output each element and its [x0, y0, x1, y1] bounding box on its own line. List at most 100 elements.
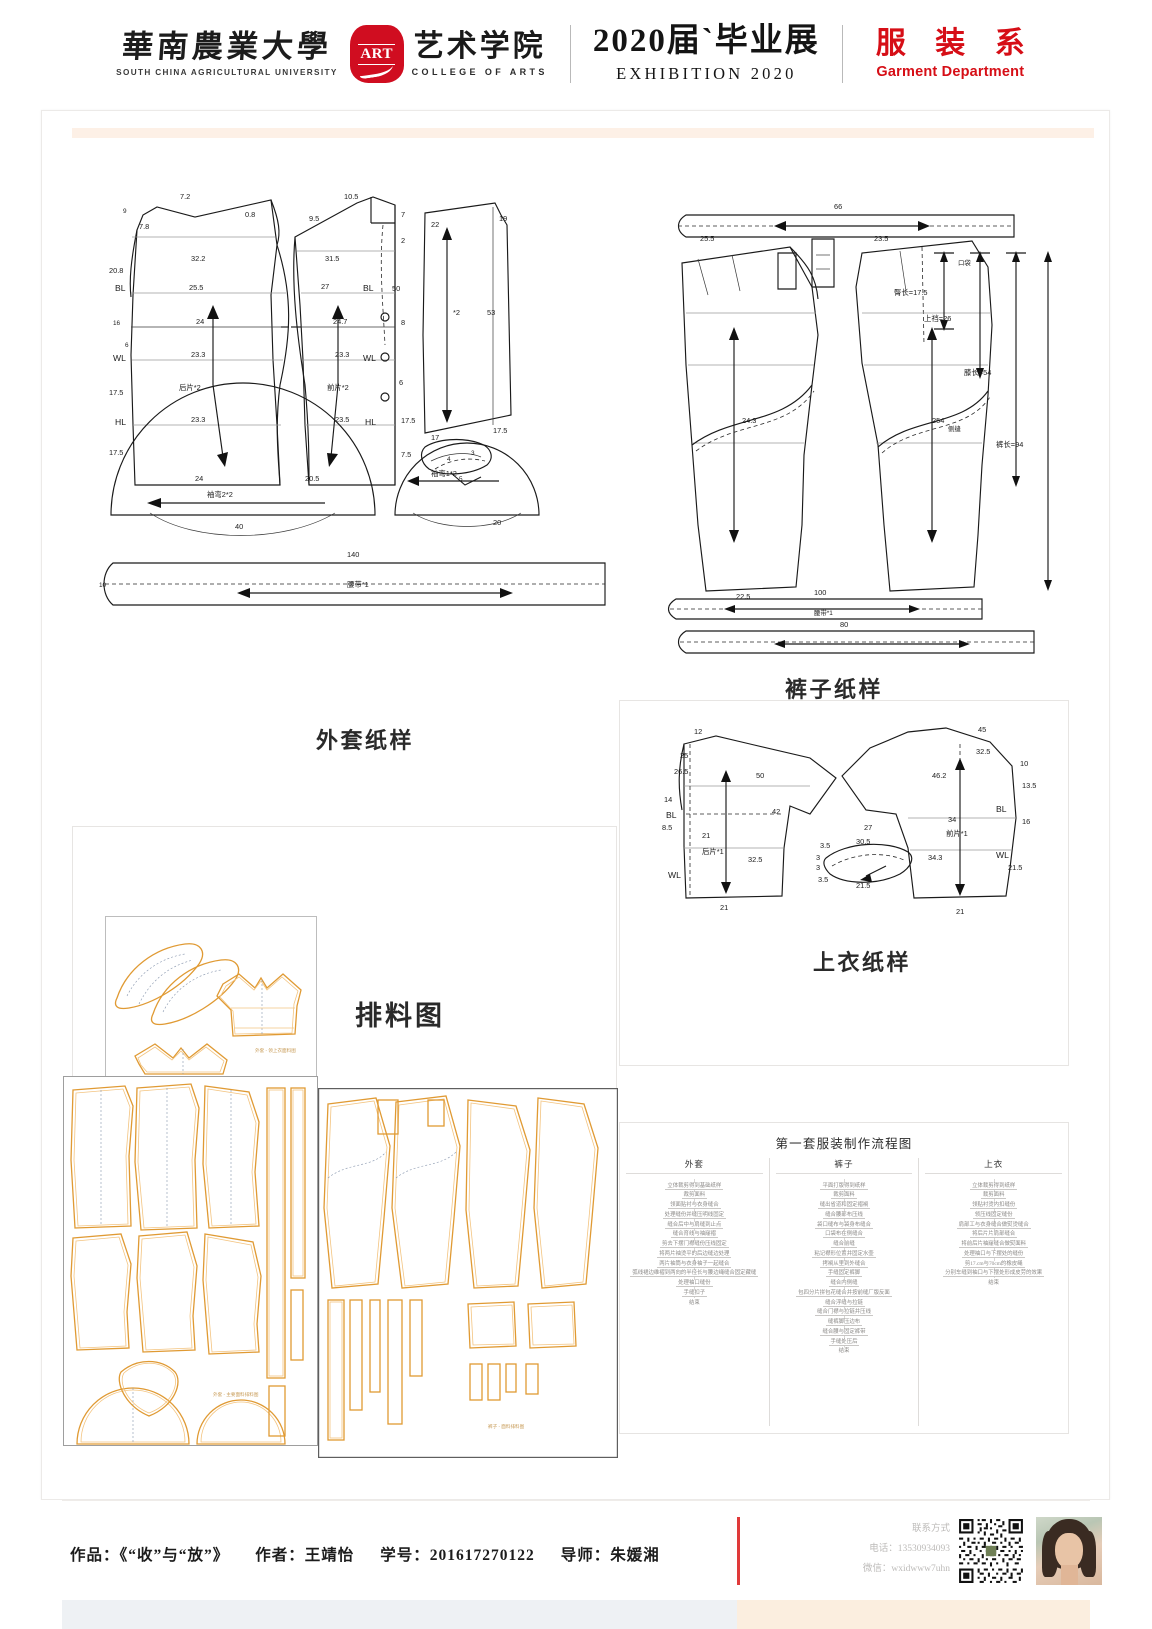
- bottom-band-right: [737, 1600, 1090, 1629]
- svg-text:25: 25: [680, 751, 688, 760]
- svg-text:口袋: 口袋: [958, 258, 971, 267]
- svg-text:WL: WL: [996, 850, 1009, 860]
- svg-text:24: 24: [196, 317, 204, 326]
- svg-text:66: 66: [834, 202, 842, 211]
- flowchart-step: 剪去下摆门襟缝份压线固定: [620, 1240, 769, 1250]
- flowchart-step: 口袋布在侧缝合: [770, 1230, 919, 1240]
- svg-text:17.5: 17.5: [401, 416, 415, 425]
- svg-text:7: 7: [401, 210, 405, 219]
- university-logo: 華南農業大學 SOUTH CHINA AGRICULTURAL UNIVERSI…: [116, 29, 337, 77]
- svg-text:17: 17: [431, 433, 439, 442]
- svg-text:140: 140: [347, 550, 359, 559]
- top-accent-strip: [72, 128, 1094, 138]
- svg-text:BL: BL: [363, 283, 374, 293]
- flowchart-step: 袋口缝布与袋身布缝合: [770, 1220, 919, 1230]
- svg-text:21.5: 21.5: [856, 881, 870, 890]
- svg-text:19: 19: [499, 214, 507, 223]
- svg-text:后片*2: 后片*2: [179, 383, 201, 392]
- flowchart-column-coat: 外套 立体裁剪得到基础纸样裁剪面料领面贴衬与衣身缝合处理缝份并缝压明线固定缝合后…: [620, 1158, 769, 1426]
- flowchart-step-label: 缝合内侧缝: [828, 1280, 860, 1287]
- flowchart-step-label: 剪17.cm与70cm的橡皮绳: [962, 1260, 1025, 1268]
- svg-text:4: 4: [447, 456, 451, 463]
- flowchart-step: 领贴衬烫内扣缝份: [919, 1201, 1068, 1211]
- pants-pattern-drawing: 66 25.5 24.3 22.5 23.5 254 口袋 侧缝: [667, 202, 1052, 654]
- student-id: 学号：201617270122: [380, 1547, 535, 1564]
- flowchart-step: 缝合门襟与拉链并压线: [770, 1308, 919, 1318]
- exhibition-title-en: EXHIBITION 2020: [616, 64, 797, 84]
- svg-text:臀长=17.5: 臀长=17.5: [894, 288, 927, 297]
- svg-text:34: 34: [948, 815, 956, 824]
- header-divider-1: [569, 25, 571, 83]
- flowchart-step-label: 领贴衬烫内扣缝份: [970, 1202, 1018, 1209]
- svg-text:32.2: 32.2: [191, 254, 205, 263]
- svg-text:21: 21: [956, 907, 964, 916]
- svg-text:20: 20: [493, 518, 501, 527]
- svg-text:34.3: 34.3: [928, 853, 942, 862]
- svg-text:17.5: 17.5: [109, 448, 123, 457]
- svg-text:50: 50: [392, 284, 400, 293]
- svg-text:侧缝: 侧缝: [948, 424, 961, 433]
- flowchart-step-label: 将两片袖烫平的后边缝边处理: [657, 1250, 732, 1258]
- exhibition-block: 2020届`毕业展 EXHIBITION 2020: [593, 24, 820, 85]
- flowchart-step-label: 立体裁剪得到纸样: [970, 1182, 1018, 1190]
- flowchart-step: 缝出省道和固定褶裥: [770, 1201, 919, 1211]
- flowchart-step-label: 结束: [686, 1299, 702, 1306]
- contact-phone: 电话：13530934093: [869, 1543, 950, 1554]
- flowchart-step: 处理缝份并缝压明线固定: [620, 1210, 769, 1220]
- flowchart-step-label: 手缝扣子: [681, 1289, 708, 1297]
- svg-text:WL: WL: [668, 870, 681, 880]
- flowchart-step: 将前后片袖窿缝合做熨面料: [919, 1240, 1068, 1250]
- department-name-en: Garment Department: [876, 64, 1025, 81]
- svg-text:5: 5: [459, 476, 463, 483]
- svg-text:14: 14: [664, 795, 672, 804]
- flowchart-column-pants: 裤子 平面打版得到纸样裁剪面料缝出省道和固定褶裥缝合腰部布压线袋口缝布与袋身布缝…: [768, 1158, 919, 1426]
- svg-text:40: 40: [235, 522, 243, 531]
- flowchart-step-label: 弧线裙边维褶到两向的半径长与腰边绳缝合固定藏缝: [630, 1270, 759, 1278]
- flowchart-step-label: 结束: [836, 1348, 852, 1355]
- svg-text:46.2: 46.2: [932, 771, 946, 780]
- top-pattern-drawing: 12 25 26.5 14 BL 8.5 50 42 21 后片*1 32.5 …: [662, 725, 1036, 916]
- contact-title: 联系方式: [911, 1524, 950, 1534]
- svg-text:32.5: 32.5: [748, 855, 762, 864]
- flowchart-step: 缝合浮缝与拉链: [770, 1298, 919, 1308]
- flowchart-step: 包四分片拼包花缝合并按前缝厂版反面: [770, 1288, 919, 1298]
- svg-text:21.5: 21.5: [1008, 863, 1022, 872]
- flowchart-step: 裁剪面料: [770, 1191, 919, 1201]
- flowchart-step: 缝合腰部布压线: [770, 1210, 919, 1220]
- flowchart-step: 肩部工与衣身缝合做熨烫缝合: [919, 1220, 1068, 1230]
- flowchart-step: 缝裤脚压边布: [770, 1318, 919, 1328]
- footer-credits: 作品：《“收”与“放”》 作者：王靖怡 学号：201617270122 导师：朱…: [70, 1534, 990, 1574]
- marker-box-main-left: 外套 - 主要面料排料图: [63, 1076, 318, 1446]
- svg-text:22.5: 22.5: [736, 592, 750, 601]
- flowchart-step-label: 缝合腰部布压线: [823, 1211, 865, 1219]
- department-name-cn: 服 装 系: [875, 26, 1036, 60]
- svg-text:腰带*1: 腰带*1: [347, 580, 369, 589]
- header-divider-2: [841, 25, 843, 83]
- flowchart-step: 立体裁剪得到纸样: [919, 1181, 1068, 1191]
- flowchart-step: 处理袖口与下摆处的缝份: [919, 1249, 1068, 1259]
- flowchart-step-label: 领压线固定缝份: [972, 1211, 1015, 1219]
- svg-text:8: 8: [401, 318, 405, 327]
- contact-info: 联系方式 电话：13530934093 微信：wxidwww7uhn: [800, 1520, 950, 1580]
- flowchart-list-pants: 平面打版得到纸样裁剪面料缝出省道和固定褶裥缝合腰部布压线袋口缝布与袋身布缝合口袋…: [770, 1179, 919, 1357]
- svg-text:10.5: 10.5: [344, 192, 358, 201]
- poster-header: 華南農業大學 SOUTH CHINA AGRICULTURAL UNIVERSI…: [0, 0, 1152, 108]
- marker-title: 排料图: [355, 1001, 445, 1031]
- marker-box-top: 外套 - 领上衣面料图: [105, 916, 317, 1078]
- flowchart-step: 弧线裙边维褶到两向的半径长与腰边绳缝合固定藏缝: [620, 1269, 769, 1279]
- flowchart-step: 结束: [919, 1279, 1068, 1289]
- bottom-color-bands: [62, 1600, 1090, 1629]
- flowchart-step-label: 领面贴衬与衣身缝合: [668, 1202, 721, 1209]
- svg-text:BL: BL: [996, 804, 1007, 814]
- svg-text:21: 21: [720, 903, 728, 912]
- flowchart-step-label: 将前后片袖窿缝合做熨面料: [959, 1241, 1029, 1248]
- svg-text:25.5: 25.5: [700, 234, 714, 243]
- top-pattern-title: 上衣纸样: [813, 950, 912, 975]
- qr-code-icon: [957, 1517, 1025, 1585]
- flowchart-step-label: 包四分片拼包花缝合并按前缝厂版反面: [796, 1289, 892, 1297]
- flowchart-step: 将后片片肩部缝合: [919, 1230, 1068, 1240]
- svg-text:10: 10: [99, 582, 107, 589]
- svg-text:13.5: 13.5: [1022, 781, 1036, 790]
- svg-text:8.5: 8.5: [662, 823, 672, 832]
